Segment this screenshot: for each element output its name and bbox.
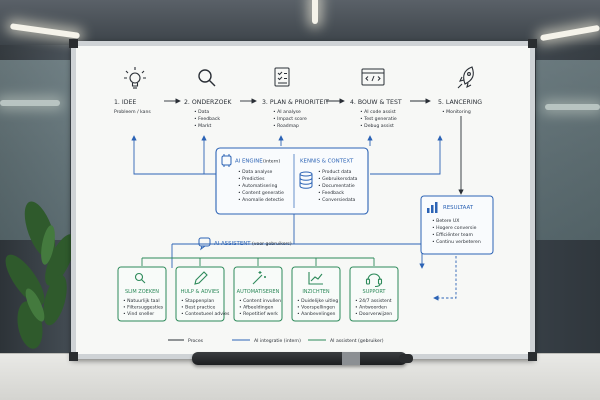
step-4-item: • Debug assist <box>360 123 394 129</box>
feature-inzichten: INZICHTEN • Duidelijke uitleg • Voorspel… <box>291 266 341 322</box>
trend-chart-icon <box>308 272 323 285</box>
window <box>536 60 600 240</box>
feature-title: HULP & ADVIES <box>181 289 220 295</box>
legend-label: AI integratie (intern) <box>254 338 301 344</box>
kennis-item: • Product data <box>318 169 352 175</box>
legend: Proces AI integratie (intern) AI assiste… <box>168 338 384 344</box>
kennis-item: • Documentatie <box>318 183 355 189</box>
step-3-label: 3. PLAN & PRIORITEIT <box>262 99 329 106</box>
step-1-item: Probleem / kans <box>114 109 151 115</box>
feature-item: • Filtersuggesties <box>123 305 164 311</box>
resultaat-item: • Efficiënter team <box>432 232 473 238</box>
kennis-item: • Conversiedata <box>318 197 356 203</box>
step-4-label: 4. BOUW & TEST <box>350 99 402 106</box>
code-window-icon <box>361 68 385 86</box>
step-3-item: • Impact score <box>273 116 307 122</box>
step-3-item: • AI analyse <box>273 109 301 115</box>
resultaat-title: RESULTAAT <box>443 205 474 211</box>
kennis-item: • Gebruikersdata <box>318 176 358 182</box>
search-icon <box>134 272 146 284</box>
feature-item: • Repetitief werk <box>239 311 278 317</box>
step-1-label: 1. IDEE <box>114 99 136 106</box>
brain-chip-icon <box>221 154 232 167</box>
feature-item: • Voorspellingen <box>297 305 335 311</box>
feature-hulp-advies: HULP & ADVIES • Stappenplan • Best pract… <box>175 266 230 322</box>
legend-label: AI assistent (gebruiker) <box>330 338 384 344</box>
legend-label: Proces <box>188 338 204 344</box>
feature-slim-zoeken: SLIM ZOEKEN • Natuurlijk taal • Filtersu… <box>117 266 167 322</box>
step-2-item: • Markt <box>194 123 211 129</box>
feature-item: • Contextueel advies <box>181 311 230 317</box>
board-corner <box>528 39 537 48</box>
whiteboard: 1. IDEE Probleem / kans 2. ONDERZOEK • D… <box>69 39 537 361</box>
board-corner <box>69 39 78 48</box>
feature-item: • 24/7 assistent <box>355 298 392 304</box>
feature-item: • Vind sneller <box>123 311 154 317</box>
kennis-title: KENNIS & CONTEXT <box>300 159 354 165</box>
kennis-item: • Feedback <box>318 190 344 196</box>
feature-item: • Stappenplan <box>181 298 214 304</box>
feature-item: • Natuurlijk taal <box>123 298 160 304</box>
resultaat-item: • Hogere conversie <box>432 225 477 231</box>
ai-engine-box <box>215 147 369 215</box>
integration-arrow <box>131 135 216 175</box>
whiteboard-marker[interactable] <box>192 352 413 365</box>
integration-line <box>171 243 216 268</box>
feature-title: INZICHTEN <box>302 289 330 295</box>
board-corner <box>528 352 537 361</box>
step-4-item: • AI code assist <box>360 109 396 115</box>
engine-item: • Anomalie detectie <box>238 197 284 203</box>
ceiling <box>0 0 600 45</box>
board-corner <box>69 352 78 361</box>
step-5-item: • Monitoring <box>442 109 471 115</box>
engine-item: • Predicties <box>238 176 265 182</box>
checklist-icon <box>274 67 290 87</box>
database-icon <box>299 171 313 189</box>
feature-item: • Best practice <box>181 305 216 311</box>
engine-title: AI ENGINE <box>235 159 263 165</box>
marker-band <box>342 352 360 365</box>
ceiling-light <box>312 0 318 24</box>
feature-item: • Doorverwijzen <box>355 311 392 317</box>
integration-arrow <box>201 135 216 175</box>
engine-item: • Automatisering <box>238 183 277 189</box>
bar-chart-icon <box>427 202 438 213</box>
engine-item: • Data analyse <box>238 169 273 175</box>
chat-bubble-icon <box>198 237 211 251</box>
feature-automatiseren: AUTOMATISEREN • Content invullen • Afbee… <box>233 266 283 322</box>
feature-title: SUPPORT <box>363 289 387 295</box>
resultaat-box <box>420 195 494 255</box>
feature-title: SLIM ZOEKEN <box>125 289 159 295</box>
step-3-item: • Roadmap <box>273 123 299 129</box>
resultaat-item: • Continu verbeteren <box>432 239 481 245</box>
engine-item: • Content generatie <box>238 190 284 196</box>
feature-item: • Aanbevelingen <box>297 311 336 317</box>
step-5-label: 5. LANCERING <box>438 99 482 106</box>
step-2-label: 2. ONDERZOEK <box>184 99 232 106</box>
feature-item: • Afbeeldingen <box>239 305 273 311</box>
marker-cap <box>399 354 413 363</box>
assistent-title: AI ASSISTENT <box>214 241 251 247</box>
feature-title: AUTOMATISEREN <box>237 289 280 295</box>
engine-subtitle: (intern) <box>263 159 280 165</box>
feature-item: • Antwoorden <box>355 305 387 311</box>
lightbulb-icon <box>124 67 146 89</box>
flow-diagram: 1. IDEE Probleem / kans 2. ONDERZOEK • D… <box>114 66 494 344</box>
feature-item: • Duidelijke uitleg <box>297 298 338 304</box>
plant <box>5 201 75 349</box>
headset-icon <box>365 273 383 288</box>
feedback-loop-arrow <box>433 256 457 301</box>
step-4-item: • Test generatie <box>360 116 397 122</box>
resultaat-item: • Betere UX <box>432 218 459 224</box>
rocket-icon <box>457 66 474 89</box>
step-2-item: • Feedback <box>194 116 220 122</box>
integration-arrow <box>370 135 443 175</box>
magic-wand-icon <box>252 271 266 285</box>
feature-item: • Content invullen <box>239 298 281 304</box>
pencil-icon <box>194 271 208 285</box>
magnifier-icon <box>198 69 216 87</box>
feature-support: SUPPORT • 24/7 assistent • Antwoorden • … <box>349 266 399 322</box>
step-2-item: • Data <box>194 109 209 115</box>
assistent-subtitle: (voor gebruikers) <box>252 241 292 247</box>
